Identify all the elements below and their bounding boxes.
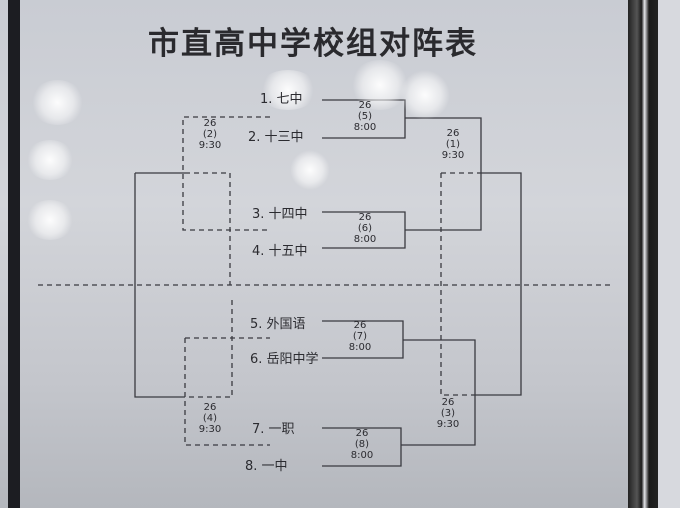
match-7-label: 26(7)8:00 — [348, 320, 372, 353]
bracket-final-left — [134, 172, 185, 398]
board-frame-right — [628, 0, 658, 508]
team-5: 5. 外国语 — [250, 317, 306, 332]
team-6: 6. 岳阳中学 — [250, 352, 319, 367]
team-1: 1. 七中 — [260, 92, 303, 107]
team-3: 3. 十四中 — [252, 207, 308, 222]
match-3-label: 26(3)9:30 — [436, 397, 460, 430]
board-edge — [658, 0, 680, 508]
dashed-right — [440, 172, 481, 396]
team-7: 7. 一职 — [252, 422, 295, 437]
team-8: 8. 一中 — [245, 459, 288, 474]
dashed-loser-bottom — [184, 337, 270, 446]
match-1-label: 26(1)9:30 — [441, 128, 465, 161]
team-2: 2. 十三中 — [248, 130, 304, 145]
bracket-match-8 — [322, 427, 402, 467]
board-frame-left — [8, 0, 20, 508]
match-8-label: 26(8)8:00 — [350, 428, 374, 461]
page-title: 市直高中学校组对阵表 — [148, 26, 478, 62]
match-2-label: 26(2)9:30 — [198, 118, 222, 151]
dashed-loser-top — [182, 116, 270, 231]
team-4: 4. 十五中 — [252, 244, 308, 259]
bracket-semi-top — [405, 117, 482, 231]
match-5-label: 26(5)8:00 — [353, 100, 377, 133]
bracket-final-right — [475, 172, 522, 396]
match-4-label: 26(4)9:30 — [198, 402, 222, 435]
bracket-semi-bottom — [401, 339, 476, 446]
match-6-label: 26(6)8:00 — [353, 212, 377, 245]
